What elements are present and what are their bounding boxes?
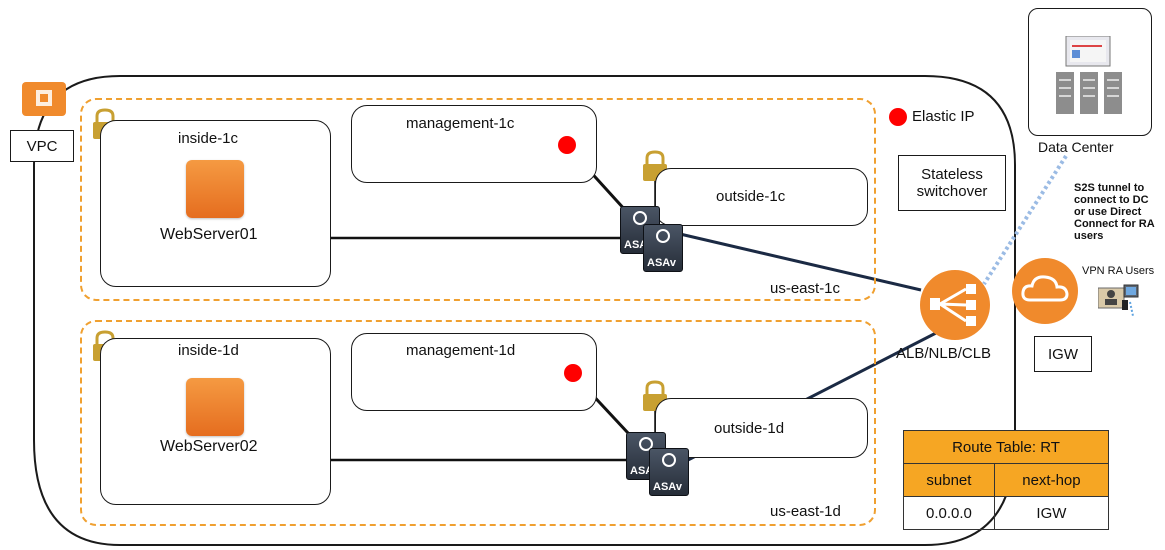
vpc-icon bbox=[22, 76, 66, 116]
s2s-tunnel-line bbox=[982, 154, 1068, 286]
table-row: 0.0.0.0 IGW bbox=[903, 496, 1110, 530]
management-1c-label: management-1c bbox=[406, 115, 515, 132]
subnet-management-1c bbox=[351, 105, 597, 183]
route-table: Route Table: RT subnet next-hop 0.0.0.0 … bbox=[903, 430, 1110, 530]
asa-1c-to-lb bbox=[679, 232, 922, 292]
inside-1c-label: inside-1c bbox=[178, 130, 239, 147]
az-1d-label: us-east-1d bbox=[770, 503, 841, 520]
vpc-label: VPC bbox=[10, 130, 74, 162]
route-table-header-next-hop: next-hop bbox=[993, 463, 1110, 497]
outside-1d-label: outside-1d bbox=[714, 420, 785, 437]
management-1d-label: management-1d bbox=[406, 342, 516, 359]
igw-icon bbox=[1010, 256, 1080, 326]
route-next-hop-cell: IGW bbox=[993, 496, 1110, 530]
vpn-ra-users-label: VPN RA Users bbox=[1082, 265, 1155, 277]
az-1c-label: us-east-1c bbox=[770, 280, 841, 297]
asa-firewall-1d-b: ASAv bbox=[649, 448, 689, 496]
stateless-switchover-label: Stateless switchover bbox=[898, 155, 1006, 211]
route-table-title: Route Table: RT bbox=[903, 430, 1109, 464]
route-table-header-subnet: subnet bbox=[903, 463, 995, 497]
az-us-east-1c bbox=[80, 98, 876, 301]
tunnel-note: S2S tunnel to connect to DC or use Direc… bbox=[1074, 182, 1155, 242]
subnet-outside-1d bbox=[655, 398, 868, 458]
webserver01-label: WebServer01 bbox=[160, 226, 258, 243]
data-center-icon bbox=[1056, 35, 1122, 114]
webserver02-icon bbox=[186, 378, 244, 436]
elastic-ip-1c bbox=[558, 136, 576, 154]
subnet-outside-1c bbox=[655, 168, 868, 226]
route-subnet-cell: 0.0.0.0 bbox=[903, 496, 995, 530]
subnet-management-1d bbox=[351, 333, 597, 411]
subnet-inside-1c bbox=[100, 120, 331, 287]
elastic-ip-1d bbox=[564, 364, 582, 382]
vpn-users-icon bbox=[1097, 282, 1142, 312]
load-balancer-label: ALB/NLB/CLB bbox=[896, 345, 992, 362]
asa-firewall-1c-b: ASAv bbox=[643, 224, 683, 272]
igw-label: IGW bbox=[1034, 336, 1092, 372]
inside-1d-label: inside-1d bbox=[178, 342, 239, 359]
az-us-east-1d bbox=[80, 320, 876, 526]
webserver01-icon bbox=[186, 160, 244, 218]
webserver02-label: WebServer02 bbox=[160, 438, 258, 455]
elastic-ip-legend: Elastic IP bbox=[912, 108, 975, 125]
load-balancer-icon bbox=[918, 268, 992, 342]
elastic-ip-legend-dot bbox=[889, 108, 907, 126]
data-center-label: Data Center bbox=[1038, 139, 1114, 155]
outside-1c-label: outside-1c bbox=[716, 188, 786, 205]
